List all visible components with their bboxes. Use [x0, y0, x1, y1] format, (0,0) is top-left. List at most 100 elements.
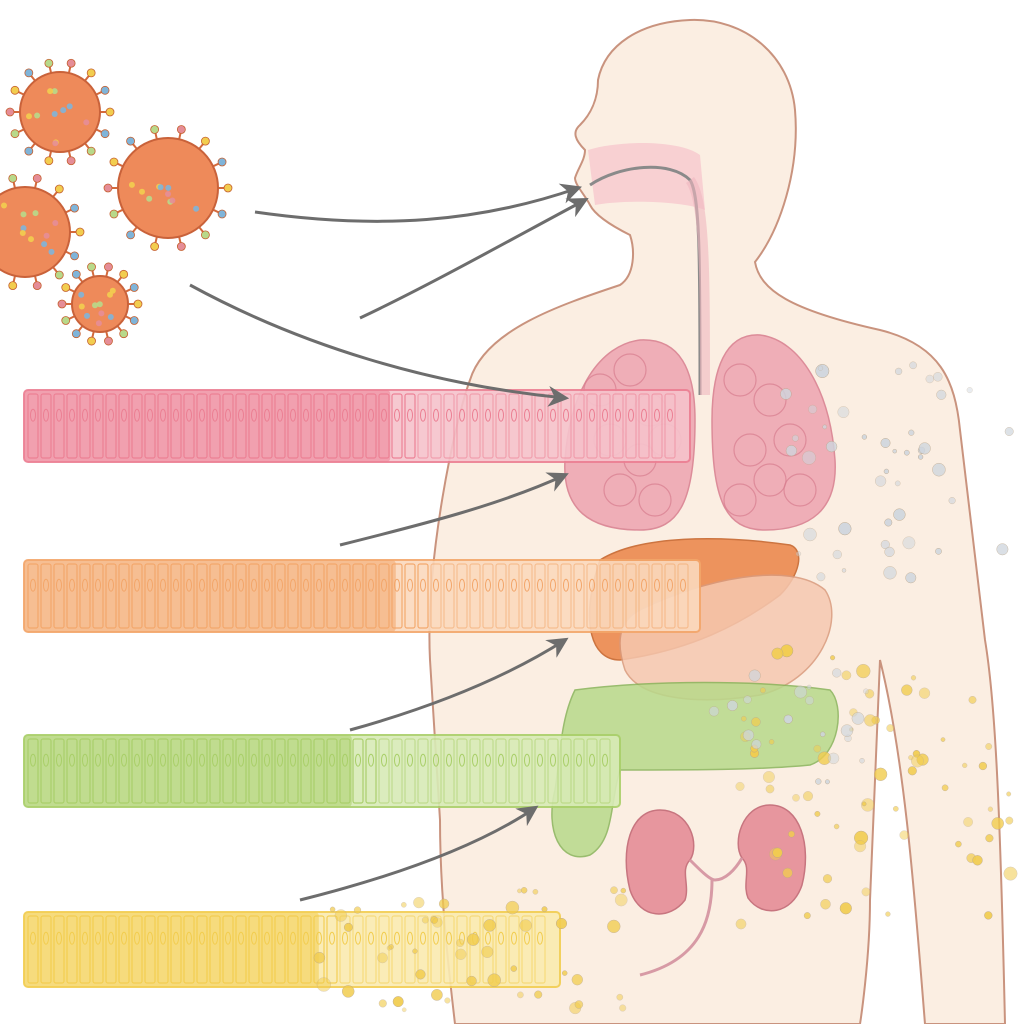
virus-surface-dot [43, 232, 50, 239]
tissue-cell [391, 738, 403, 804]
virus-surface-dot [52, 220, 59, 226]
particle [962, 762, 968, 769]
particle [908, 429, 915, 436]
cell-nucleus [186, 753, 192, 767]
cell-nucleus [69, 578, 75, 592]
cell-nucleus [173, 408, 179, 422]
cell-nucleus [147, 931, 153, 945]
tissue-cell [521, 915, 533, 984]
cell-nucleus [537, 931, 543, 945]
virus-spike-tip [119, 329, 129, 339]
cell-nucleus [342, 931, 348, 945]
cell-nucleus [316, 931, 322, 945]
tissue-cell [365, 393, 377, 459]
particle [1005, 816, 1014, 825]
tissue-cell [417, 563, 429, 629]
tissue-cell [131, 915, 143, 984]
cell-nucleus [641, 408, 647, 422]
cell-nucleus [641, 578, 647, 592]
particle [751, 739, 762, 750]
particle [401, 1007, 407, 1013]
particle [802, 791, 814, 802]
cell-nucleus [303, 578, 309, 592]
particle [833, 823, 840, 830]
particle [893, 508, 906, 521]
particle [918, 687, 931, 699]
particle [885, 911, 891, 917]
cell-nucleus [173, 578, 179, 592]
virus-spike-tip [217, 209, 227, 219]
cell-nucleus [615, 408, 621, 422]
particle [894, 367, 903, 376]
virus-spike-tip [104, 336, 113, 346]
tissue-cell [313, 563, 325, 629]
tissue-cell [222, 915, 234, 984]
virus-surface-dot [98, 310, 105, 317]
throat-highlight [588, 143, 705, 210]
tissue-cell [443, 563, 455, 629]
trachea-glow [685, 177, 710, 396]
particle [772, 847, 783, 858]
tissue-cell [508, 393, 520, 459]
particle [933, 372, 943, 382]
tissue-cell [274, 915, 286, 984]
tissue-bands [23, 389, 701, 988]
cell-nucleus [95, 578, 101, 592]
particle [996, 543, 1009, 556]
tissue-cell [560, 738, 572, 804]
tissue-cell [456, 915, 468, 984]
cell-nucleus [238, 931, 244, 945]
tissue-cell [209, 393, 221, 459]
virus-spike-tip [104, 262, 113, 272]
particle [412, 948, 418, 954]
cell-nucleus [355, 578, 361, 592]
tissue-cell [183, 563, 195, 629]
cell-nucleus [472, 578, 478, 592]
virus-spike-tip [150, 125, 160, 134]
tissue-cell [430, 563, 442, 629]
cell-nucleus [602, 753, 608, 767]
particle [792, 793, 800, 802]
tissue-cell [118, 393, 130, 459]
cell-nucleus [589, 753, 595, 767]
tissue-cell [118, 915, 130, 984]
cell-nucleus [446, 753, 452, 767]
tissue-cell [404, 393, 416, 459]
tissue-cell [521, 738, 533, 804]
particle [864, 714, 877, 727]
tissue-cell [53, 915, 65, 984]
cell-nucleus [433, 931, 439, 945]
cell-nucleus [498, 408, 504, 422]
cell-nucleus [82, 753, 88, 767]
ureter [639, 857, 744, 977]
tissue-cell [261, 563, 273, 629]
cell-nucleus [277, 931, 283, 945]
particle [431, 989, 443, 1001]
tissue-cell [404, 738, 416, 804]
cell-nucleus [225, 931, 231, 945]
virus-surface-dot [78, 291, 85, 298]
virus-spike-tip [217, 157, 227, 167]
particle [561, 970, 568, 976]
particle [614, 893, 628, 907]
cell-nucleus [511, 753, 517, 767]
tissue-cell [157, 563, 169, 629]
virus-surface-dot [66, 103, 73, 110]
cell-nucleus [550, 408, 556, 422]
cell-nucleus [355, 753, 361, 767]
particle [481, 945, 494, 958]
cell-nucleus [43, 408, 49, 422]
cell-nucleus [134, 753, 140, 767]
virus-surface-dot [96, 301, 103, 308]
tissue-cell [482, 738, 494, 804]
particle [620, 887, 627, 894]
particle [864, 689, 875, 699]
particle [968, 695, 977, 704]
tissue-cell [547, 738, 559, 804]
cell-nucleus [667, 408, 673, 422]
cell-nucleus [290, 931, 296, 945]
virus-spike-tip [133, 299, 143, 309]
cell-nucleus [485, 931, 491, 945]
particle [816, 572, 826, 582]
lung-alveolus [733, 433, 767, 467]
